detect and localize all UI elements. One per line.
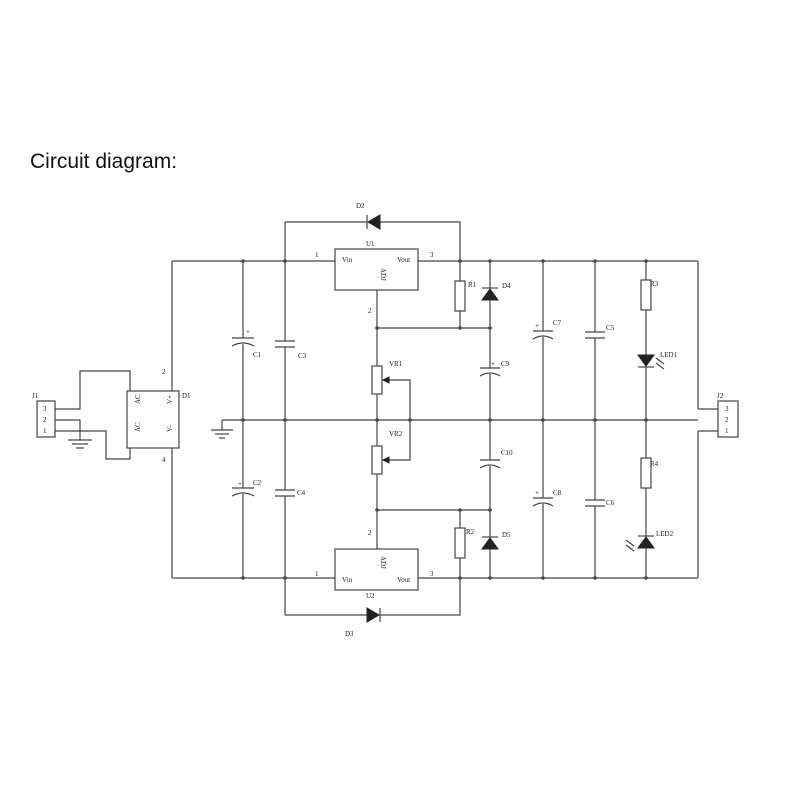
regulator-u1: U1 Vin Vout ADJ 1 3 2 (315, 240, 434, 366)
j2-pin-2: 2 (725, 416, 729, 424)
capacitor-c6: C6 (585, 420, 615, 578)
j2-pin-3: 3 (725, 405, 729, 413)
d3-label: D3 (345, 630, 354, 638)
diode-d5: D5 (481, 510, 511, 578)
bridge-v-plus: V+ (166, 395, 174, 404)
bridge-pin-plus: 2 (162, 368, 166, 376)
diode-d4: D4 (481, 261, 511, 328)
u2-pin-in: 1 (315, 570, 319, 578)
c9-label: C9 (501, 360, 510, 368)
u2-adj: ADJ (379, 556, 387, 569)
connector-j1: J1 3 2 1 (32, 370, 131, 460)
ground-symbol-main (211, 420, 233, 439)
bridge-ac-top: AC (134, 394, 142, 404)
capacitor-c10: C10 (479, 420, 513, 510)
u1-pin-out: 3 (430, 251, 434, 259)
resistor-r4: R4 (640, 420, 659, 536)
capacitor-c9: + C9 (479, 328, 510, 420)
diode-d2: D2 (285, 202, 461, 261)
led2-label: LED2 (656, 530, 674, 538)
d4-label: D4 (502, 282, 511, 290)
vr1-label: VR1 (389, 360, 403, 368)
u2-pin-out: 3 (430, 570, 434, 578)
u2-vin: Vin (342, 576, 353, 584)
u1-vout: Vout (397, 256, 410, 264)
c8-polarity: + (535, 489, 539, 497)
page-title: Circuit diagram: (30, 150, 178, 173)
c6-label: C6 (606, 499, 615, 507)
c9-polarity: + (491, 360, 495, 368)
u1-label: U1 (366, 240, 375, 248)
led-led1: LED1 (637, 351, 678, 420)
c2-label: C2 (253, 479, 262, 487)
u1-adj: ADJ (379, 268, 387, 281)
regulator-u2: U2 Vin Vout ADJ 1 3 2 (315, 474, 434, 600)
u2-label: U2 (366, 592, 375, 600)
c2-polarity: + (238, 480, 242, 488)
capacitor-c3: C3 (275, 222, 307, 420)
c1-label: C1 (253, 351, 262, 359)
u2-pin-adj: 2 (368, 529, 372, 537)
diode-d3: D3 (285, 578, 461, 638)
d5-label: D5 (502, 531, 511, 539)
bridge-pin-minus: 4 (162, 456, 166, 464)
c10-label: C10 (501, 449, 513, 457)
r1-label: R1 (468, 281, 477, 289)
u1-pin-adj: 2 (368, 307, 372, 315)
c1-polarity: + (246, 328, 250, 336)
c3-label: C3 (298, 352, 307, 360)
bridge-v-minus: V- (166, 425, 174, 432)
j1-pin-2: 2 (43, 416, 47, 424)
led-led2: LED2 (625, 530, 674, 578)
r2-label: R2 (466, 528, 475, 536)
capacitor-c1: + C1 (231, 261, 262, 420)
c7-label: C7 (553, 319, 562, 327)
c7-polarity: + (535, 322, 539, 330)
c8-label: C8 (553, 489, 562, 497)
junction-dots (241, 259, 648, 580)
d2-label: D2 (356, 202, 365, 210)
capacitor-c4: C4 (275, 420, 306, 615)
capacitor-c2: + C2 (231, 420, 262, 578)
capacitor-c8: + C8 (532, 420, 562, 578)
u1-vin: Vin (342, 256, 353, 264)
ground-symbol-j1 (68, 439, 92, 449)
led1-label: LED1 (660, 351, 678, 359)
resistor-r1: R1 (454, 261, 477, 328)
resistor-r3: R3 (640, 261, 659, 355)
c4-label: C4 (297, 489, 306, 497)
j2-label: J2 (717, 392, 724, 400)
adjust-network-wiring (377, 327, 490, 511)
j1-pin-3: 3 (43, 405, 47, 413)
capacitor-c7: + C7 (532, 261, 562, 420)
j2-pin-1: 1 (725, 427, 729, 435)
r4-label: R4 (650, 460, 659, 468)
r3-label: R3 (650, 280, 659, 288)
potentiometer-vr2: VR2 (371, 420, 411, 475)
connector-j2: J2 3 2 1 (697, 261, 739, 578)
u2-vout: Vout (397, 576, 410, 584)
resistor-r2: R2 (454, 510, 475, 578)
potentiometer-vr1: VR1 (371, 360, 411, 420)
capacitor-c5: C5 (585, 261, 615, 420)
vr2-label: VR2 (389, 430, 403, 438)
bridge-label: D1 (182, 392, 191, 400)
u1-pin-in: 1 (315, 251, 319, 259)
bridge-ac-bottom: AC (134, 422, 142, 432)
j1-pin-1: 1 (43, 427, 47, 435)
j1-label: J1 (32, 392, 39, 400)
bridge-rectifier-d1: D1 AC AC V+ V- 2 4 (126, 261, 191, 578)
c5-label: C5 (606, 324, 615, 332)
